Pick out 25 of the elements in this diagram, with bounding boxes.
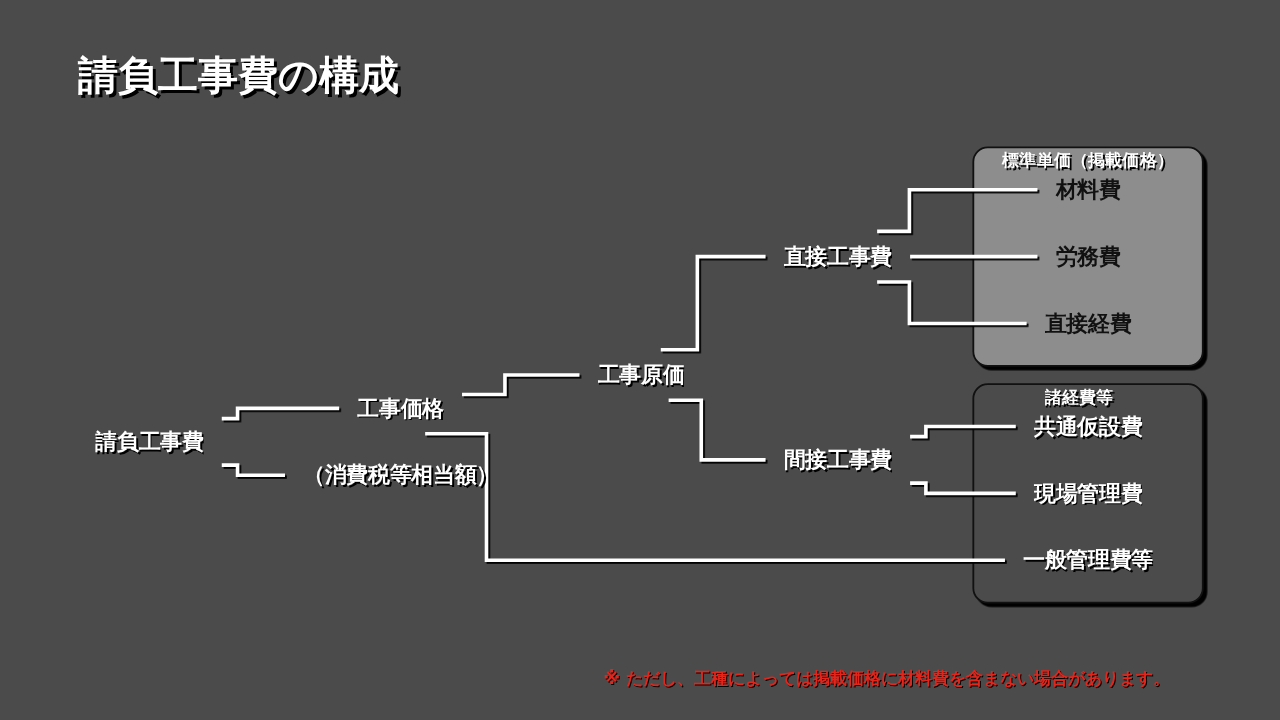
node-text: 工事価格 <box>357 395 444 422</box>
node-text: 工事原価 <box>597 362 685 388</box>
connector <box>425 431 1005 562</box>
connector <box>910 254 1038 259</box>
connector <box>462 373 580 397</box>
connector <box>877 188 1038 234</box>
node-text: 直接工事費 <box>783 244 893 270</box>
connector <box>877 280 1027 326</box>
connector <box>221 406 340 421</box>
node-text: 労務費 <box>1055 244 1121 270</box>
node-text: 間接工事費 <box>783 447 893 473</box>
connector <box>910 481 1016 496</box>
node-text: 一般管理費等 <box>1023 547 1154 573</box>
node-text: 直接経費 <box>1044 310 1132 337</box>
node-text: 共通仮設費 <box>1033 413 1143 440</box>
connector <box>668 398 766 462</box>
node-text: （消費税等相当額） <box>303 462 499 488</box>
node-text: 請負工事費 <box>95 429 204 455</box>
node-text: 材料費 <box>1055 177 1121 203</box>
connector <box>221 463 285 478</box>
diagram-title: 請負工事費の構成 <box>78 51 399 100</box>
connector <box>660 254 766 352</box>
connector <box>910 424 1016 439</box>
node-text: 現場管理費 <box>1033 480 1143 506</box>
footnote-text: ※ ただし、工種によっては掲載価格に材料費を含まない場合があります。 <box>603 667 1170 690</box>
